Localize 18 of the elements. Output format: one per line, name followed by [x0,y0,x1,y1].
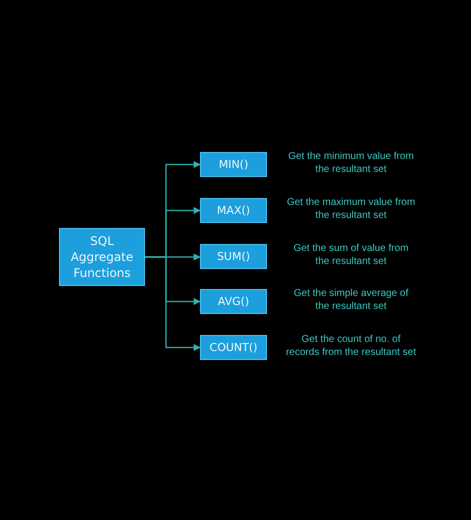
function-box [200,244,267,269]
function-name: COUNT() [210,340,258,354]
function-box [200,335,267,360]
description-text: Get the simple average of the resultant set [292,287,410,313]
function-name: AVG() [218,294,250,308]
function-name: SUM() [216,250,250,264]
description-text: Get the sum of value from the resultant set [292,242,410,268]
function-box [200,198,267,223]
category-label: SQL Aggregate Functions [70,233,134,281]
description-text: Get the count of no. of records from the resultant set [284,333,418,359]
function-name: MIN() [218,158,248,172]
category-box [59,228,145,286]
function-box [200,152,267,177]
arrow [145,256,201,351]
description-text: Get the minimum value from the resultant set [287,150,415,176]
function-name: MAX() [216,204,250,218]
description-text: Get the maximum value from the resultant set [286,196,416,222]
function-box [200,289,267,314]
